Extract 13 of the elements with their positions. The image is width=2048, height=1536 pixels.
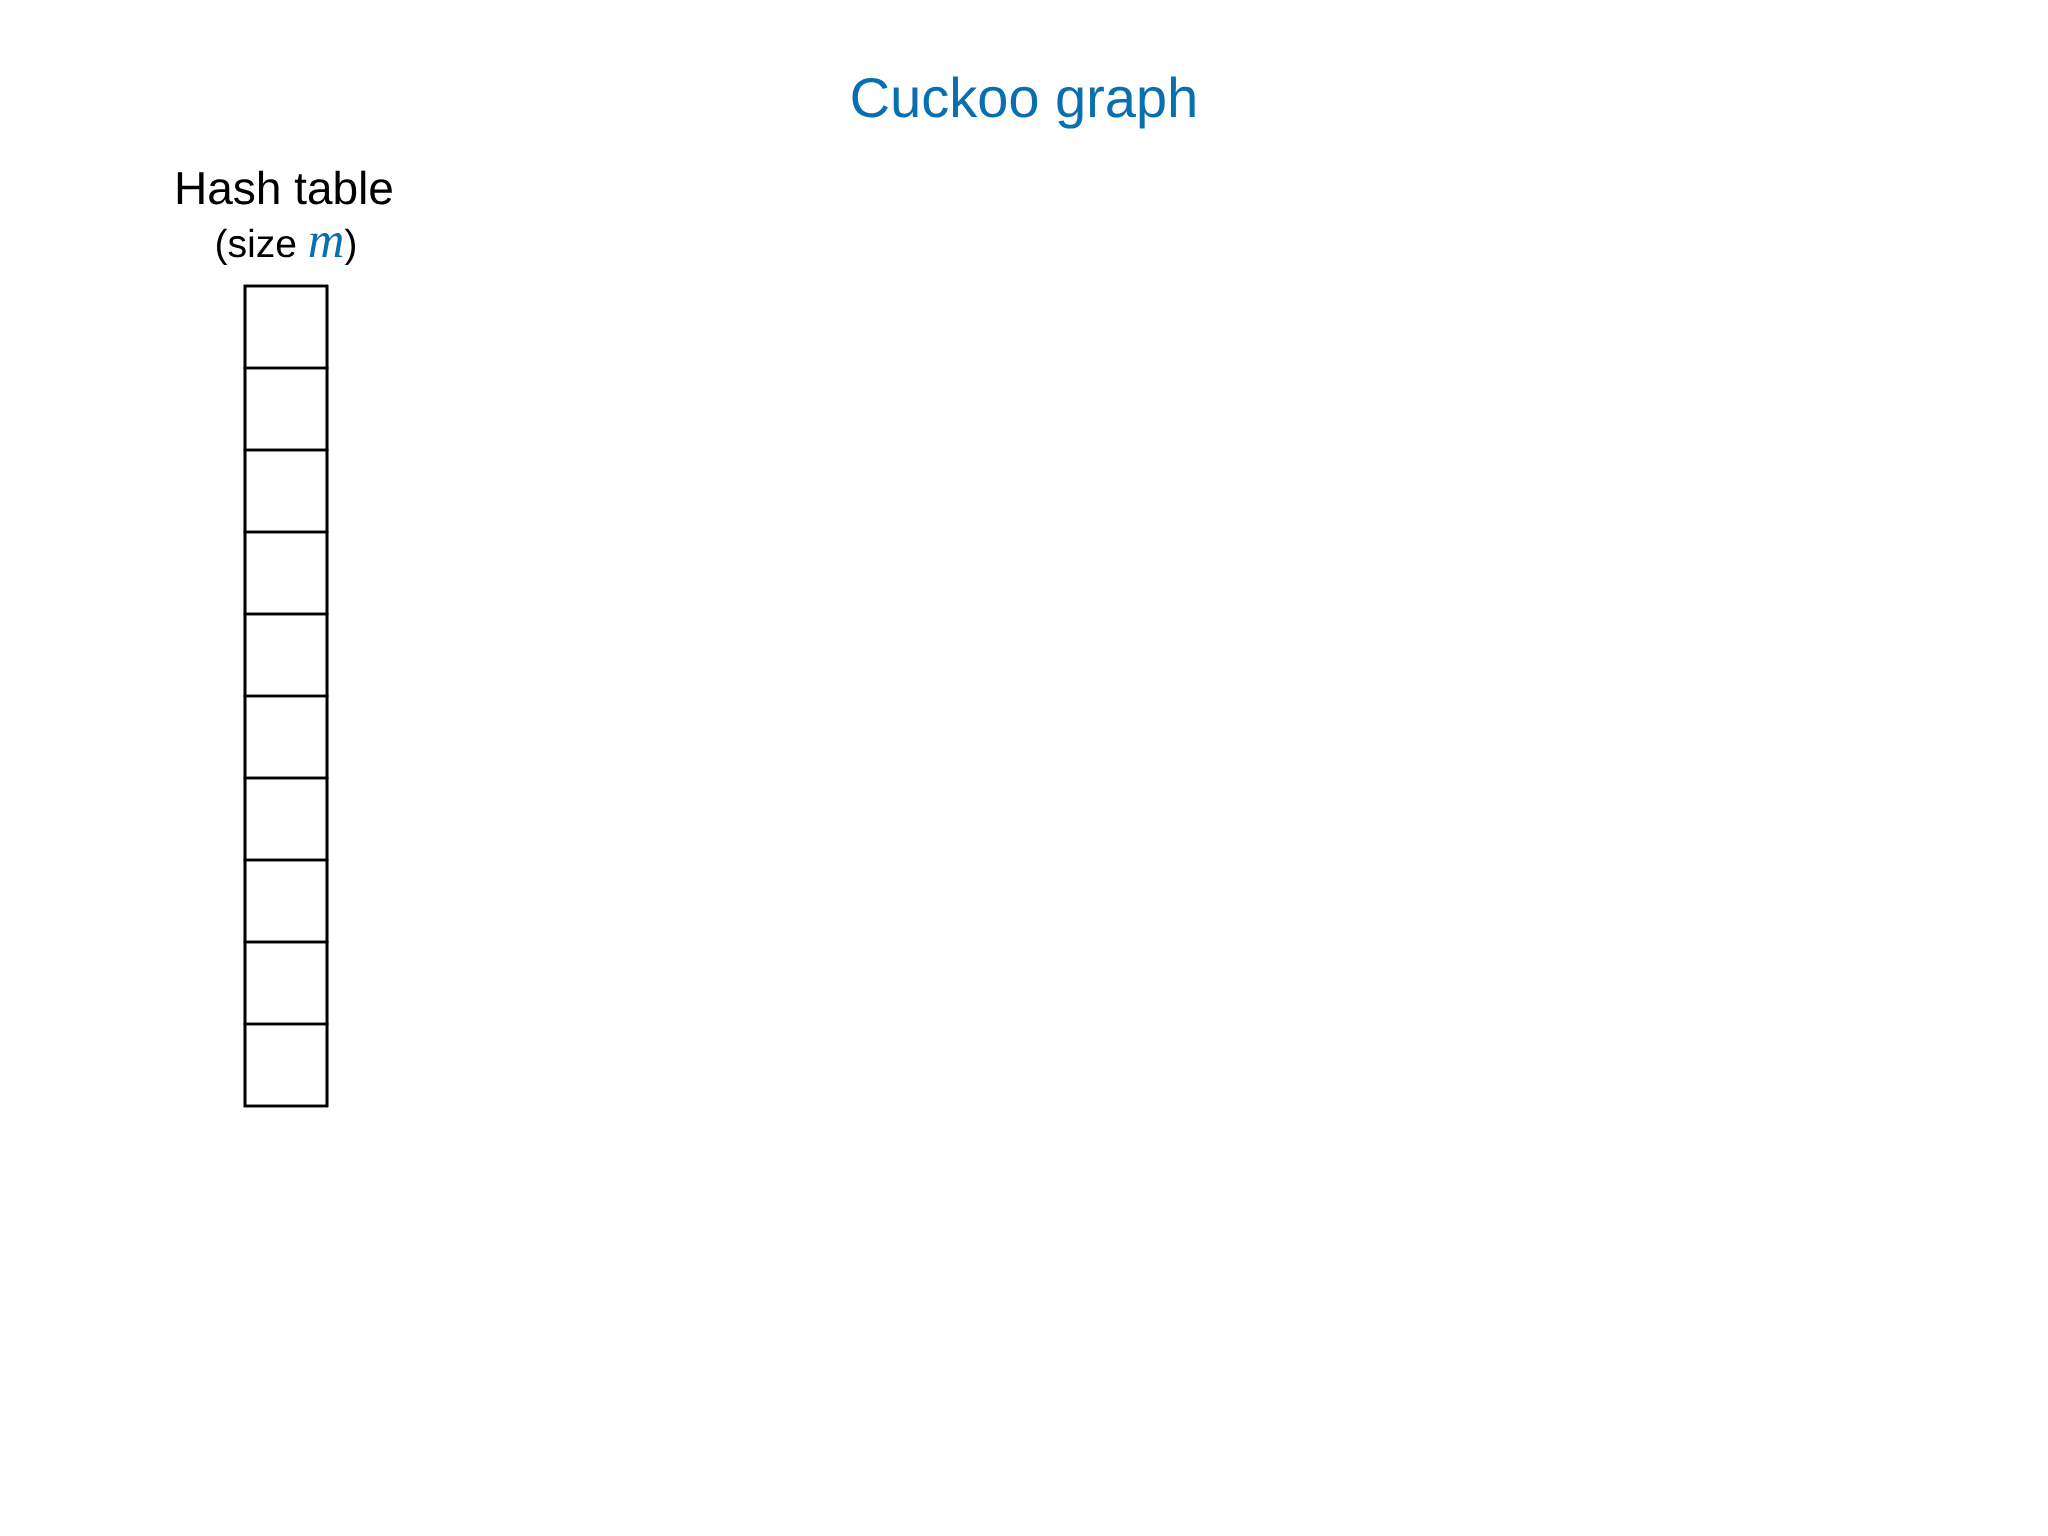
- table-cell: [243, 776, 329, 862]
- table-cell: [243, 612, 329, 698]
- table-cell: [243, 858, 329, 944]
- table-cell: [243, 366, 329, 452]
- table-cell: [243, 284, 329, 370]
- table-cell: [243, 530, 329, 616]
- table-cell: [243, 694, 329, 780]
- table-size-label: (size m): [217, 228, 355, 266]
- table-cell: [243, 1022, 329, 1108]
- table-cell: [243, 448, 329, 534]
- slide-title: Cuckoo graph: [852, 76, 1195, 129]
- table-cell: [243, 940, 329, 1026]
- table-heading: Hash table: [177, 170, 392, 205]
